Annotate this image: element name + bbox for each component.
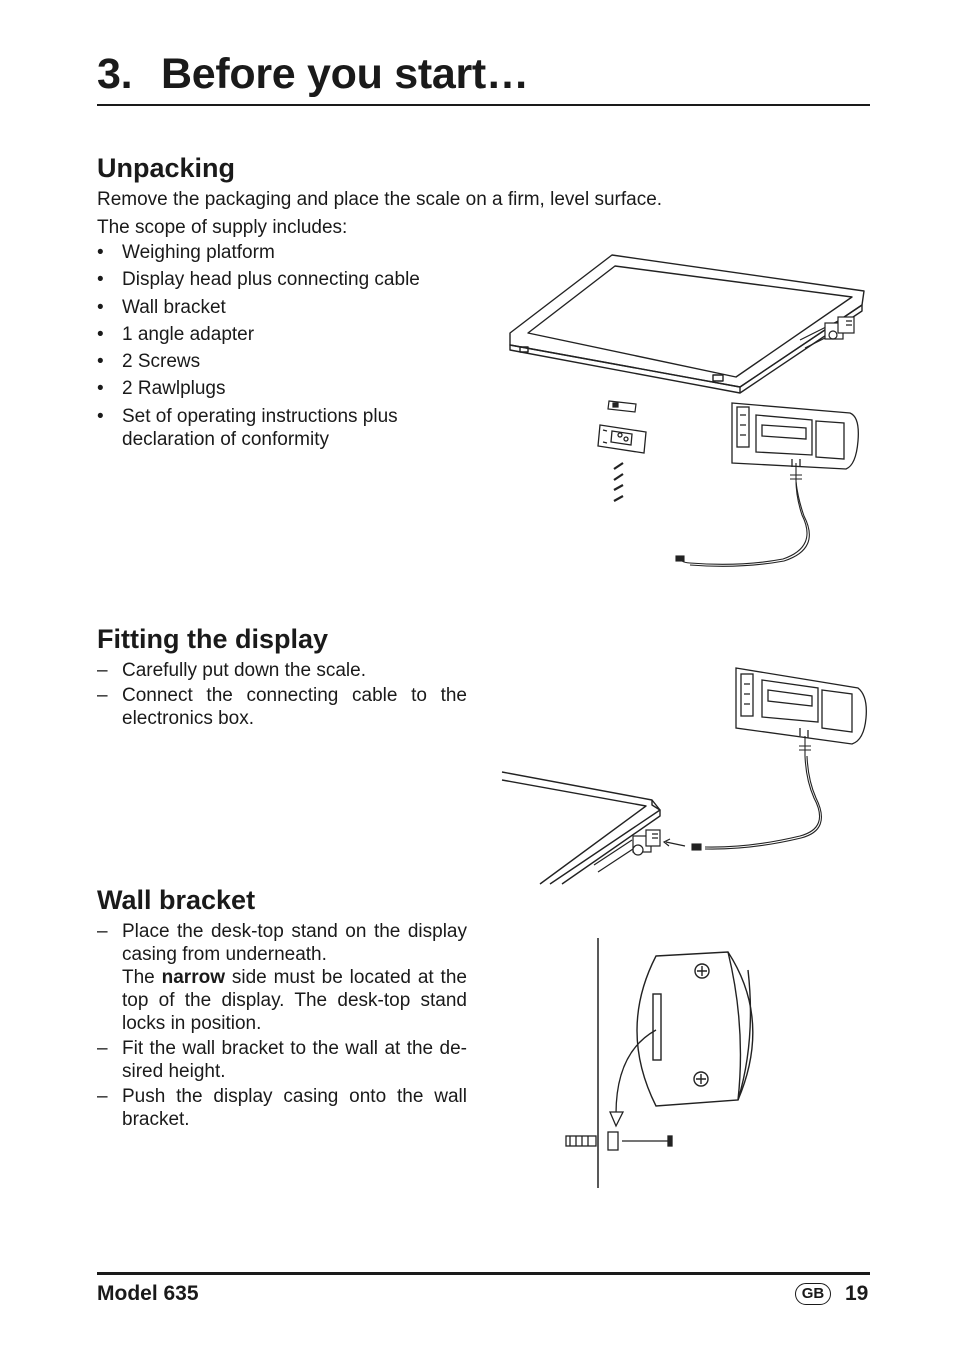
arrow-icon (662, 838, 686, 847)
page-number: 19 (845, 1282, 869, 1305)
country-badge: GB (795, 1283, 831, 1305)
dash-marker: – (97, 1038, 108, 1059)
fitting-heading: Fitting the display (97, 624, 329, 654)
model-label: Model 635 (97, 1282, 199, 1305)
electronics-box (593, 829, 661, 873)
bullet-marker: • (97, 323, 104, 345)
section-number: 3. (97, 50, 133, 98)
fitting-steps: –Carefully put down the scale. –Connect … (97, 659, 467, 732)
wall-steps: –Place the desk-top stand on the display… (97, 920, 467, 1133)
scope-text: The scope of supply includes: (97, 217, 348, 238)
fitting-illustration (501, 667, 867, 885)
unpacking-intro: Remove the packaging and place the scale… (97, 189, 663, 210)
dash-marker: – (97, 1086, 108, 1107)
bullet-marker: • (97, 405, 104, 427)
list-item: •Weighing platform (97, 242, 275, 263)
list-item: –Carefully put down the scale. (97, 660, 366, 681)
connecting-cable (691, 736, 822, 851)
section-title: Before you start… (161, 50, 529, 98)
wall-bracket (597, 424, 647, 454)
supply-list: •Weighing platform •Display head plus co… (97, 241, 420, 455)
bullet-marker: • (97, 351, 104, 373)
footer-rule (97, 1272, 870, 1275)
display-head (735, 667, 867, 745)
electronics-box (799, 316, 855, 349)
emphasis-text: narrow (161, 967, 225, 988)
supply-illustration (509, 254, 865, 567)
angle-adapter (607, 400, 637, 413)
unpacking-heading: Unpacking (97, 153, 236, 183)
screws-rawlplugs (613, 462, 624, 502)
connecting-cable (675, 463, 810, 567)
list-item: •Display head plus connecting cable (97, 269, 420, 291)
wall-bracket-heading: Wall bracket (97, 885, 256, 915)
weighing-platform (501, 771, 661, 885)
list-item: •Wall bracket (97, 296, 226, 318)
list-item: •1 angle adapter (97, 323, 255, 345)
curved-arrow-icon (609, 1029, 657, 1128)
screw-icon (693, 963, 710, 1087)
list-item: –Place the desk-top stand on the display… (97, 921, 467, 1034)
display-casing (636, 951, 754, 1107)
bullet-marker: • (97, 378, 104, 400)
rawlplug-screw (565, 1131, 673, 1151)
display-head (731, 402, 859, 470)
dash-marker: – (97, 685, 108, 706)
list-item: •2 Rawlplugs (97, 378, 226, 400)
weighing-platform (509, 254, 865, 394)
dash-marker: – (97, 660, 108, 681)
list-item: –Fit the wall bracket to the wall at the… (97, 1038, 467, 1082)
wall-bracket-illustration (565, 938, 754, 1188)
bullet-marker: • (97, 296, 104, 318)
bullet-marker: • (97, 242, 104, 263)
dash-marker: – (97, 921, 108, 942)
page-title: 3. Before you start… (97, 50, 529, 99)
header-rule (97, 104, 870, 106)
bullet-marker: • (97, 269, 104, 291)
list-item: •2 Screws (97, 351, 201, 373)
